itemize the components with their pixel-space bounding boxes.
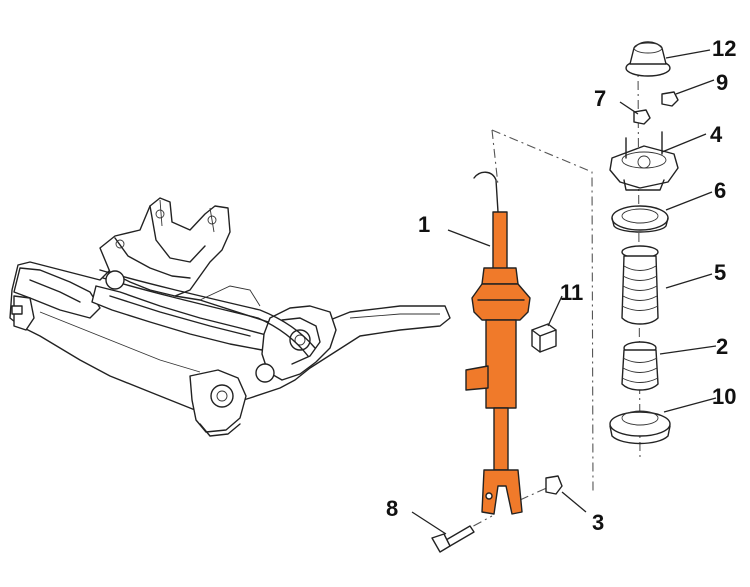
lower-spring-seat [609, 410, 671, 445]
strut-spring-seat [471, 283, 531, 321]
callout-11: 11 [560, 280, 583, 305]
strut-rod [492, 211, 508, 273]
dust-cap [625, 41, 671, 77]
bump-stop [621, 341, 659, 391]
callout-4: 4 [710, 122, 723, 147]
assembly-guide-lines [439, 61, 641, 545]
callout-8: 8 [386, 496, 398, 521]
nut-7 [633, 109, 651, 125]
small-bushing [531, 323, 557, 353]
callout-5: 5 [714, 260, 726, 285]
leader-lines [411, 49, 717, 535]
strut-body [485, 319, 517, 409]
nut-9 [661, 91, 679, 107]
callout-7: 7 [594, 86, 606, 111]
callout-12: 12 [712, 36, 736, 61]
strut-bearing-ring [611, 205, 669, 233]
upper-strut-mount [609, 131, 679, 191]
dust-boot-bellows [621, 245, 659, 325]
strut-lower-tube [493, 407, 509, 471]
strut-fork [481, 469, 523, 515]
callout-10: 10 [712, 384, 736, 409]
lower-nut [545, 475, 563, 495]
shock-absorber-strut [465, 171, 531, 515]
callout-1: 1 [418, 212, 430, 237]
callout-6: 6 [714, 178, 726, 203]
front-subframe [9, 197, 451, 437]
lower-bolt [431, 525, 475, 553]
strut-top-nut [481, 267, 519, 285]
strut-side-bracket [465, 365, 489, 391]
callout-2: 2 [716, 334, 728, 359]
callout-3: 3 [592, 510, 604, 535]
callout-9: 9 [716, 70, 728, 95]
